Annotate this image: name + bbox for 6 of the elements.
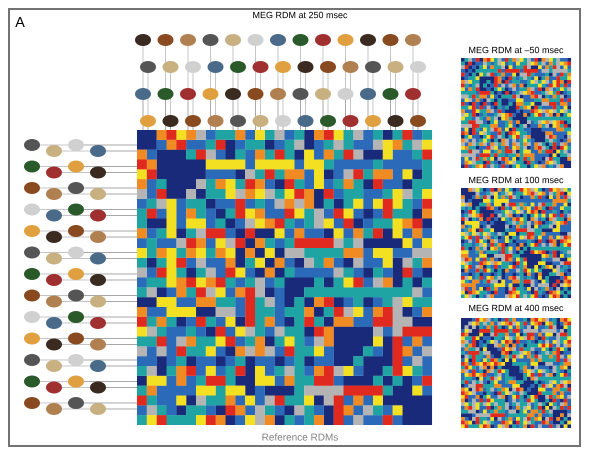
matrix-title: MEG RDM at 400 msec (469, 304, 564, 312)
matrix-title: MEG RDM at –50 msec (469, 46, 564, 54)
axis-caption: Reference RDMs (262, 433, 338, 441)
matrix-title: MEG RDM at 250 msec (253, 12, 348, 18)
panel-letter: A (15, 17, 25, 27)
matrix-title: MEG RDM at 100 msec (469, 176, 564, 184)
